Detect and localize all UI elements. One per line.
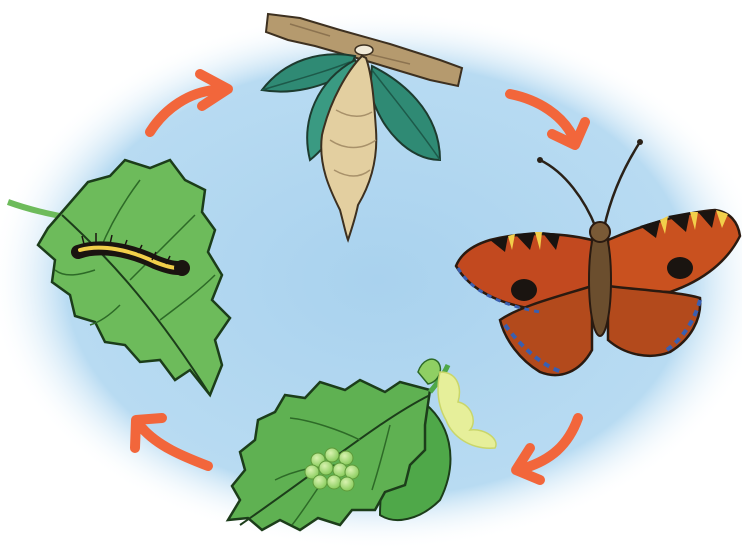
egg-cluster <box>305 448 359 491</box>
